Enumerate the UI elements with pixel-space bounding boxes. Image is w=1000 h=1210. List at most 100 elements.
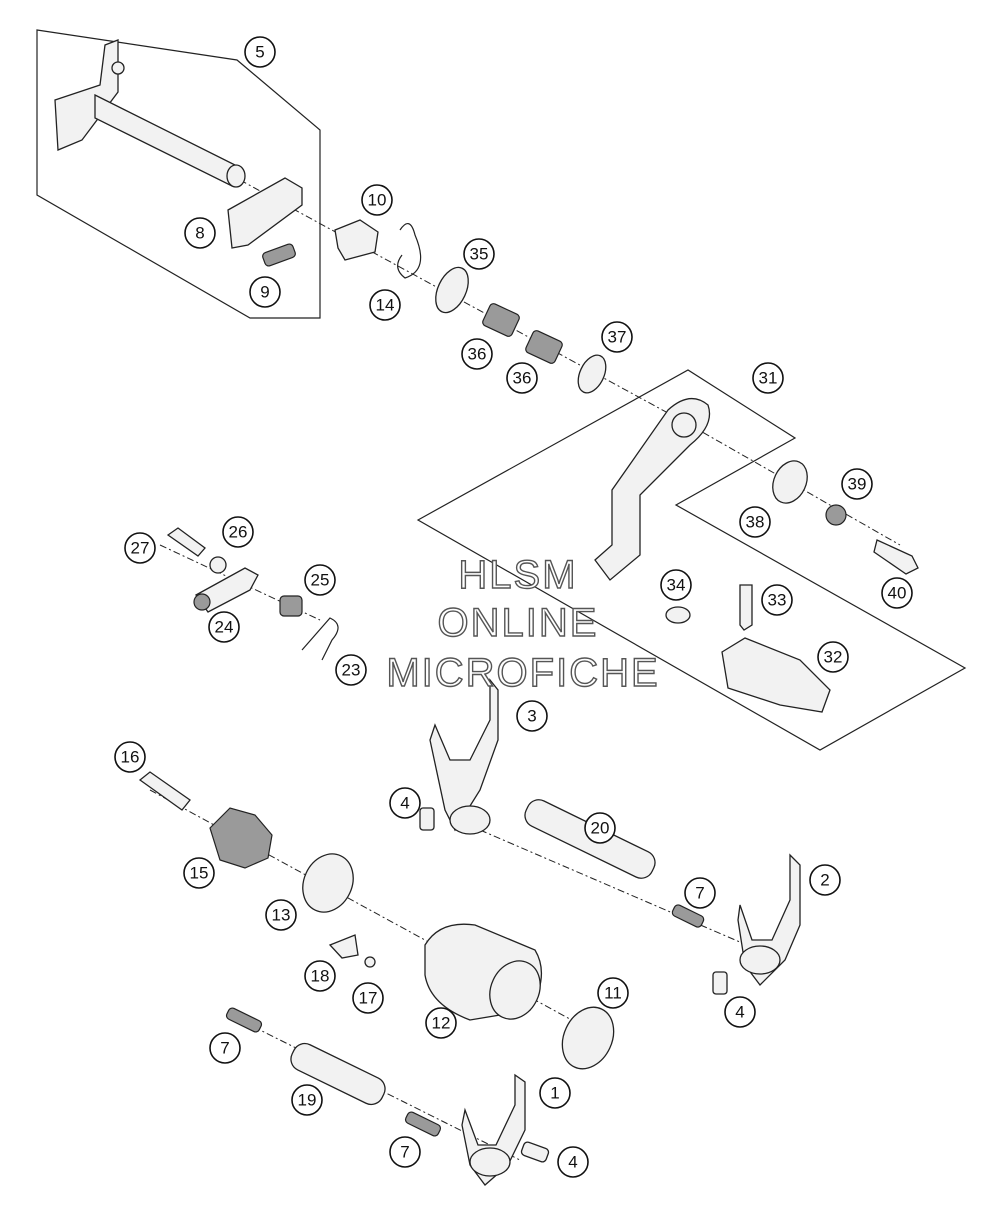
callout-label: 4: [568, 1153, 577, 1172]
callout-label: 24: [215, 618, 234, 637]
callout-label: 38: [746, 513, 765, 532]
watermark: HLSM ONLINE MICROFICHE: [386, 552, 659, 695]
spring-clip: [397, 223, 422, 279]
pin-33: [739, 584, 753, 631]
needle-bearing-b: [525, 330, 563, 364]
callout-18: 18: [304, 960, 336, 992]
callout-label: 4: [400, 794, 409, 813]
callout-25: 25: [304, 564, 336, 596]
bearing-13: [302, 853, 354, 913]
screw-17: [364, 956, 376, 968]
callout-15: 15: [183, 857, 215, 889]
bolt-16: [138, 771, 191, 811]
callout-14: 14: [369, 289, 401, 321]
roller-4c: [520, 1141, 550, 1163]
washer-35: [435, 266, 469, 314]
callout-label: 27: [131, 539, 150, 558]
roller-4a: [419, 807, 435, 831]
callout-9: 9: [249, 276, 281, 308]
callout-4: 4: [724, 996, 756, 1028]
callout-10: 10: [361, 184, 393, 216]
callout-label: 7: [220, 1039, 229, 1058]
bolt-40: [873, 539, 919, 575]
callout-label: 3: [527, 707, 536, 726]
spring-23: [301, 617, 339, 661]
callout-4: 4: [389, 787, 421, 819]
callout-33: 33: [761, 584, 793, 616]
callout-label: 25: [311, 571, 330, 590]
callout-35: 35: [463, 238, 495, 270]
callout-label: 36: [468, 345, 487, 364]
shift-fork-3: [429, 678, 499, 832]
callout-label: 40: [888, 584, 907, 603]
shift-tip: [721, 637, 831, 713]
callout-27: 27: [124, 532, 156, 564]
callout-26: 26: [222, 516, 254, 548]
callout-40: 40: [881, 577, 913, 609]
callout-24: 24: [208, 611, 240, 643]
callout-36: 36: [506, 362, 538, 394]
callout-19: 19: [291, 1084, 323, 1116]
shift-lever-frame: [416, 369, 967, 751]
shift-roller: [334, 219, 379, 261]
callout-7: 7: [684, 877, 716, 909]
callout-16: 16: [114, 741, 146, 773]
callout-5: 5: [244, 36, 276, 68]
seal-ring: [577, 354, 607, 394]
callout-label: 36: [513, 369, 532, 388]
watermark-line-2: ONLINE: [438, 601, 599, 645]
callout-label: 13: [272, 906, 291, 925]
callout-7: 7: [209, 1032, 241, 1064]
callout-20: 20: [584, 812, 616, 844]
callout-label: 15: [190, 864, 209, 883]
callout-label: 5: [255, 43, 264, 62]
callout-label: 32: [824, 648, 843, 667]
callout-label: 34: [667, 576, 686, 595]
callout-label: 31: [759, 369, 778, 388]
callout-36: 36: [461, 338, 493, 370]
spring-7-lower: [404, 1111, 442, 1137]
callout-label: 4: [735, 1003, 744, 1022]
callout-label: 12: [432, 1014, 451, 1033]
plate-18: [328, 934, 359, 959]
callout-label: 11: [604, 984, 622, 1003]
callout-label: 37: [608, 328, 627, 347]
callout-label: 18: [311, 967, 330, 986]
fork-rod-19: [290, 1042, 386, 1106]
callout-label: 7: [695, 884, 704, 903]
callout-7: 7: [389, 1136, 421, 1168]
callout-label: 7: [400, 1143, 409, 1162]
callout-label: 8: [195, 224, 204, 243]
callout-37: 37: [601, 321, 633, 353]
shift-spring: [262, 243, 296, 267]
lock-washer: [825, 504, 847, 526]
callout-8: 8: [184, 217, 216, 249]
callout-11: 11: [597, 977, 629, 1009]
callout-17: 17: [352, 982, 384, 1014]
bearing-11: [561, 1006, 615, 1070]
callout-39: 39: [841, 468, 873, 500]
callout-3: 3: [516, 700, 548, 732]
callout-label: 10: [368, 191, 387, 210]
shift-plate: [227, 177, 303, 249]
bushing-25: [279, 595, 303, 617]
callout-4: 4: [557, 1146, 589, 1178]
callout-31: 31: [752, 362, 784, 394]
callout-label: 33: [768, 591, 787, 610]
shift-drum-star: [209, 807, 273, 869]
callout-label: 20: [591, 819, 610, 838]
callout-label: 9: [260, 283, 269, 302]
shift-shaft: [54, 39, 246, 188]
callout-13: 13: [265, 899, 297, 931]
callout-label: 14: [376, 296, 395, 315]
watermark-line-1: HLSM: [458, 553, 577, 597]
washer-38: [772, 460, 808, 504]
callout-label: 23: [342, 661, 361, 680]
roller-4b: [712, 971, 728, 995]
callout-label: 26: [229, 523, 248, 542]
callout-label: 19: [298, 1091, 317, 1110]
washer-26: [209, 556, 227, 574]
callout-label: 39: [848, 475, 867, 494]
spring-7-upper: [671, 904, 705, 928]
callout-38: 38: [739, 506, 771, 538]
